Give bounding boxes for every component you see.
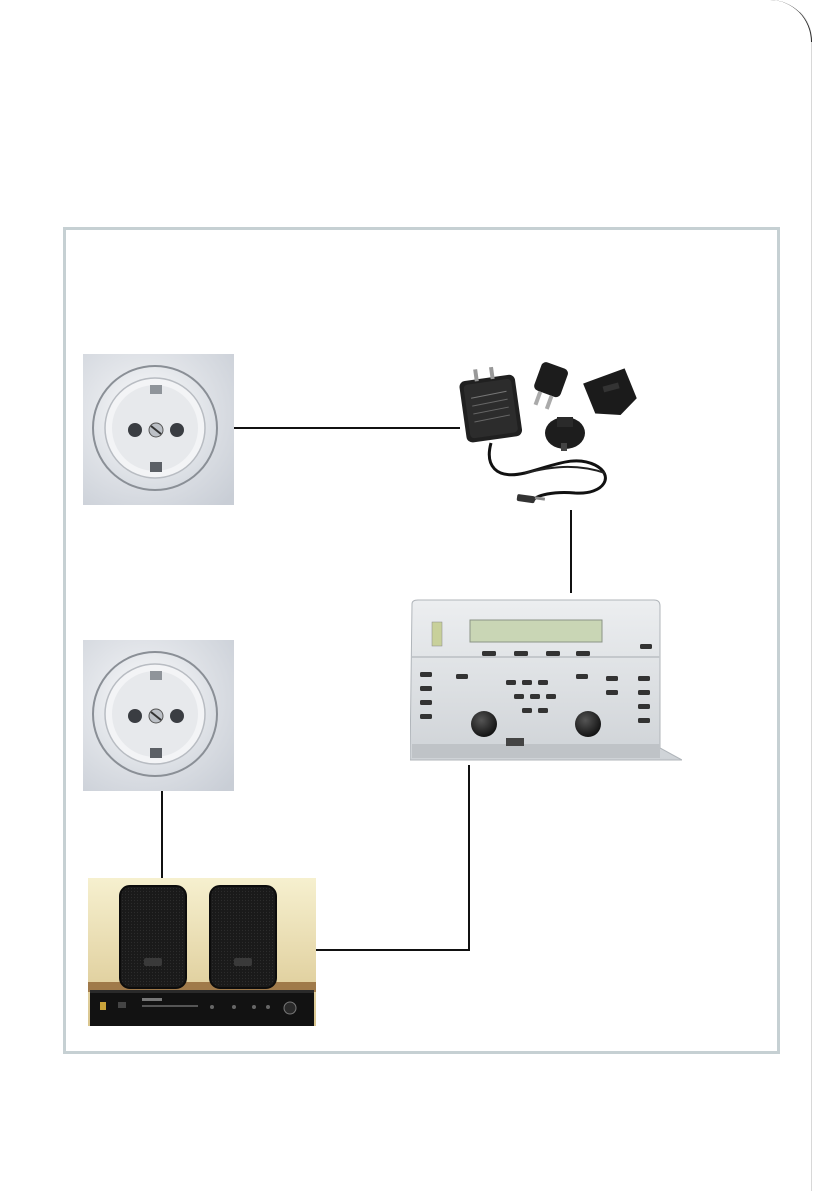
wall-socket-1-image (83, 354, 234, 505)
amplifier-speakers-image (88, 878, 316, 1026)
power-adapter-image (455, 355, 645, 515)
wall-socket-2-image (83, 640, 234, 791)
audiometer-image (410, 598, 682, 766)
wire-amp-audiometer (316, 765, 469, 950)
